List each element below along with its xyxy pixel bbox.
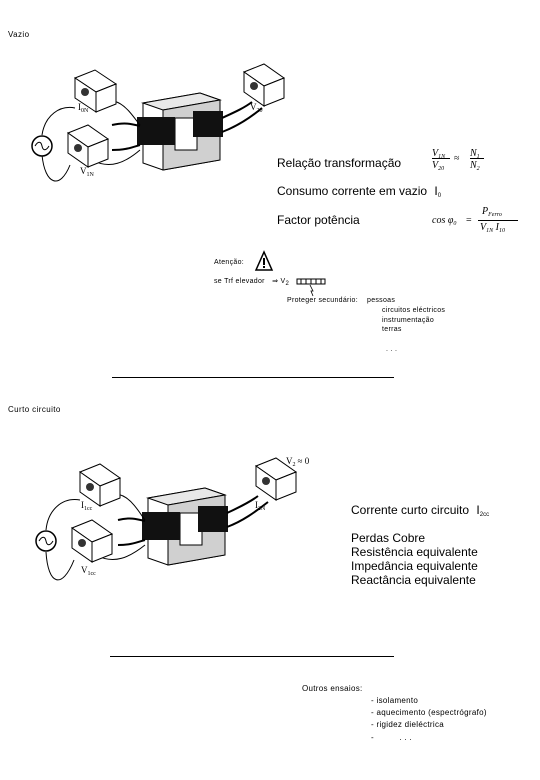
protect-item-persons: pessoas	[367, 297, 396, 304]
ac-source-icon	[31, 135, 53, 157]
item-copper-losses: Perdas Cobre	[351, 531, 426, 545]
voltmeter-meter-2	[242, 63, 286, 107]
item-short-circuit-current: Corrente curto circuito I2cc	[351, 503, 490, 518]
warning-label: Atenção:	[214, 259, 245, 266]
item-equivalent-reactance: Reactância equivalente	[351, 573, 476, 587]
other-test-dielectric: - rigidez dieléctrica	[371, 720, 444, 729]
voltmeter-meter-1	[66, 124, 110, 168]
protect-item-ellipsis: . . .	[386, 346, 398, 353]
other-test-insulation: - isolamento	[371, 696, 419, 705]
divider-1	[112, 377, 394, 378]
item-power-factor: Factor potência	[277, 213, 360, 227]
warning-line-1: se Trf elevador ⇒ V2	[214, 278, 290, 287]
item-no-load-current: Consumo corrente em vazio I0	[277, 184, 442, 199]
label-current-0n: I0N	[78, 102, 89, 114]
divider-2	[110, 656, 394, 657]
voltmeter-meter-3	[70, 519, 114, 563]
item-equivalent-impedance: Impedância equivalente	[351, 559, 478, 573]
protect-item-circuits: circuitos eléctricos	[382, 307, 446, 314]
section-title-curto: Curto circuito	[8, 405, 61, 414]
warning-icon	[254, 250, 274, 271]
item-transformation-ratio: Relação transformação	[277, 156, 402, 170]
warning-line-2: Proteger secundário:	[287, 297, 358, 304]
protect-item-instrumentation: instrumentação	[382, 317, 435, 324]
section-title-vazio: Vazio	[8, 30, 30, 39]
transformer-core-2	[142, 487, 228, 566]
label-voltage-20: V20	[250, 102, 263, 114]
label-voltage-2: V2≈ 0	[286, 456, 310, 468]
wires	[111, 101, 263, 151]
label-voltage-1n: V1N	[80, 166, 94, 178]
ammeter-meter-4	[254, 457, 298, 501]
other-test-heating: - aquecimento (espectrógrafo)	[371, 708, 487, 717]
ammeter-meter-3	[78, 463, 122, 507]
transformer-core	[137, 92, 223, 171]
ammeter-meter-1	[73, 69, 118, 113]
label-current-2n: I2N	[255, 500, 266, 512]
label-current-1cc: I1cc	[81, 500, 93, 512]
protect-item-earths: terras	[382, 326, 402, 333]
other-test-ellipsis: - . . .	[371, 733, 412, 742]
label-voltage-1cc: V1cc	[81, 565, 96, 577]
high-voltage-marker	[296, 278, 326, 297]
ac-source-icon-2	[35, 530, 57, 552]
item-equivalent-resistance: Resistência equivalente	[351, 545, 478, 559]
other-tests-title: Outros ensaios:	[302, 684, 363, 693]
